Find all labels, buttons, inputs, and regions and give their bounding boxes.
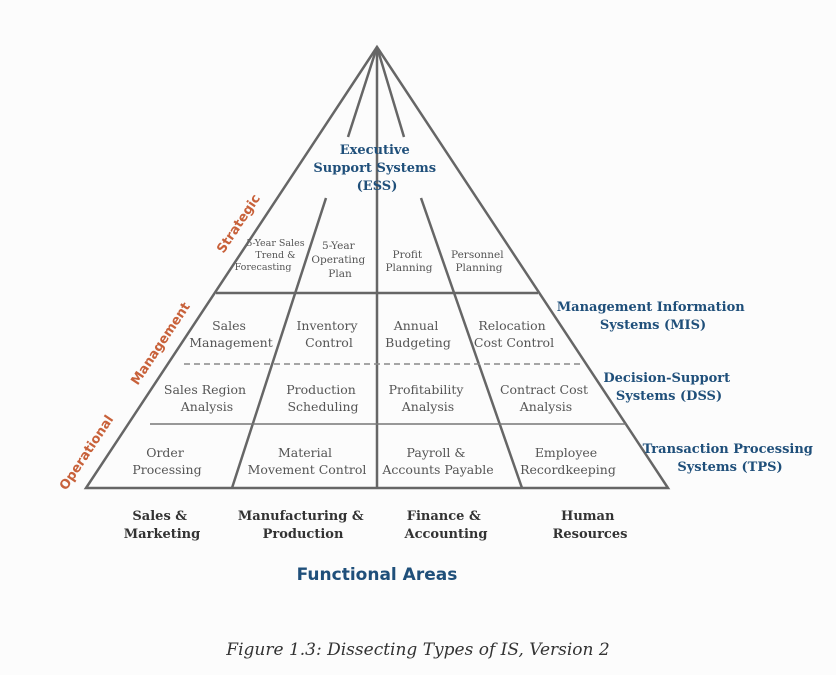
cell-relocation-cost-control: Relocation Cost Control (474, 318, 554, 350)
cell-production-scheduling: Production Scheduling (286, 382, 360, 414)
tps-label: Transaction Processing Systems (TPS) (643, 442, 818, 475)
cell-personnel-planning: Personnel Planning (451, 249, 507, 274)
functional-areas-title: Functional Areas (297, 565, 458, 585)
divider-right (375, 46, 406, 138)
cell-employee-recordkeeping: Employee Recordkeeping (520, 445, 616, 477)
divider-right-lower (419, 197, 524, 489)
cell-inventory-control: Inventory Control (296, 318, 361, 350)
cell-order-processing: Order Processing (132, 445, 201, 477)
divider-left-lower (230, 197, 328, 489)
cell-profit-planning: Profit Planning (385, 249, 432, 274)
pyramid-structure (83, 44, 671, 490)
mis-label: Management Information Systems (MIS) (557, 300, 749, 333)
cell-contract-cost-analysis: Contract Cost Analysis (500, 382, 592, 414)
figure-caption: Figure 1.3: Dissecting Types of IS, Vers… (225, 640, 609, 660)
functional-area-sales-marketing: Sales & Marketing (124, 509, 200, 542)
cell-sales-forecasting: 5-Year Sales Trend & Forecasting (235, 238, 308, 273)
functional-area-hr: Human Resources (553, 509, 628, 542)
functional-area-finance: Finance & Accounting (404, 509, 488, 542)
cell-sales-region-analysis: Sales Region Analysis (164, 382, 250, 414)
cell-payroll-accounts-payable: Payroll & Accounts Payable (381, 445, 493, 477)
cell-profitability-analysis: Profitability Analysis (389, 382, 468, 414)
cell-operating-plan: 5-Year Operating Plan (311, 240, 368, 280)
cell-annual-budgeting: Annual Budgeting (385, 318, 451, 350)
ess-label: Executive Support Systems (ESS) (313, 143, 440, 194)
dss-label: Decision-Support Systems (DSS) (603, 371, 734, 404)
cell-material-movement-control: Material Movement Control (248, 445, 367, 477)
cell-sales-management: Sales Management (189, 318, 272, 350)
functional-area-manufacturing: Manufacturing & Production (238, 509, 368, 542)
divider-left (346, 46, 379, 138)
